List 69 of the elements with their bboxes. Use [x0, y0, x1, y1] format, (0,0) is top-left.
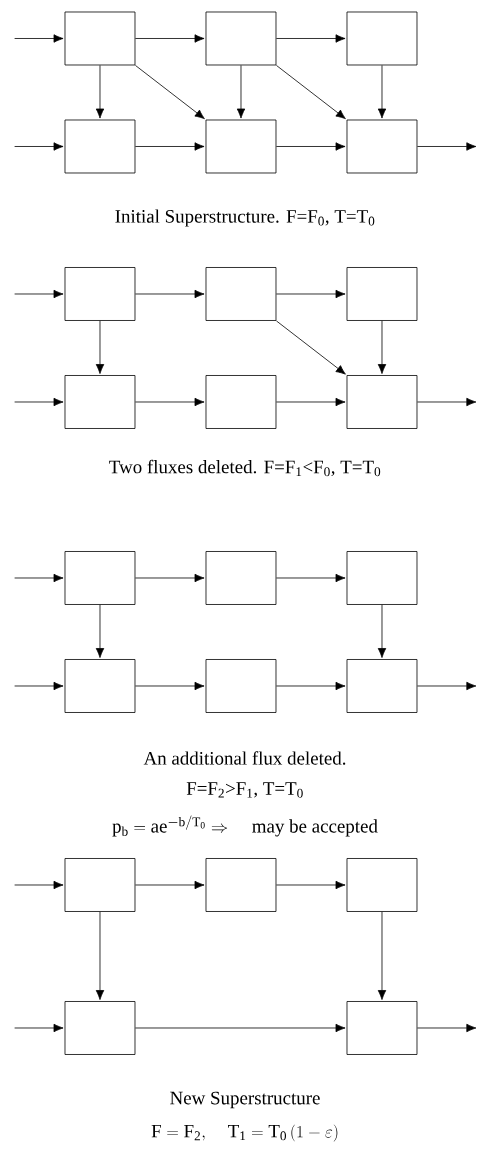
arrow: [14, 880, 64, 890]
arrow: [276, 681, 346, 691]
arrow: [14, 573, 64, 583]
arrow: [14, 1023, 64, 1033]
process-box: [64, 267, 136, 321]
arrow: [276, 34, 346, 43]
arrow: [95, 604, 105, 658]
process-box: [64, 375, 136, 429]
process-box: [346, 375, 418, 429]
process-box: [205, 11, 277, 66]
arrow: [417, 681, 477, 691]
process-box: [346, 551, 418, 605]
arrow: [417, 397, 477, 407]
arrow: [377, 604, 387, 658]
caption: Two fluxes deleted. F=F$_{1}$<F$_{0}$, T=T$_{0}$: [109, 459, 381, 477]
arrow: [14, 397, 64, 407]
process-box: [64, 659, 136, 713]
arrow: [95, 911, 105, 1000]
formula: $\mathrm{F = F_2}, \quad \mathrm{T_1 = T_0}\left(1-\varepsilon\right)$: [151, 1124, 338, 1142]
arrow: [14, 681, 64, 691]
arrow: [135, 34, 205, 43]
process-box: [346, 858, 418, 912]
process-box: [64, 119, 136, 174]
arrow: [135, 880, 205, 890]
process-box: [346, 119, 418, 174]
arrow: [276, 142, 346, 151]
process-box: [64, 858, 136, 912]
arrow: [135, 681, 205, 691]
arrow: [276, 397, 346, 407]
arrow: [135, 65, 205, 120]
process-box: [205, 551, 277, 605]
process-box: [64, 551, 136, 605]
arrow: [135, 289, 205, 299]
arrow: [135, 573, 205, 583]
arrow: [377, 65, 387, 119]
process-box: [205, 119, 277, 174]
arrow: [135, 1023, 346, 1033]
arrow: [14, 142, 64, 151]
arrow: [14, 289, 64, 299]
arrow: [276, 65, 346, 120]
arrow: [276, 289, 346, 299]
process-box: [346, 267, 418, 321]
caption: An additional flux deleted.: [143, 751, 346, 765]
arrow: [135, 142, 205, 151]
process-box: [205, 659, 277, 713]
arrow: [417, 142, 477, 151]
process-box: [205, 858, 277, 912]
caption: New Superstructure: [170, 1091, 320, 1109]
process-box: [346, 1001, 418, 1055]
arrow: [276, 320, 346, 375]
arrow: [135, 397, 205, 407]
process-box: [205, 375, 277, 429]
arrow: [14, 34, 64, 43]
formula: $\mathrm{p_b = a e^{-b/T_0}} \Rightarrow \quad \text{may be accepted}$: [112, 815, 378, 837]
arrow: [276, 880, 346, 890]
arrow: [377, 911, 387, 1000]
arrow: [377, 320, 387, 374]
arrow: [236, 65, 246, 119]
process-box: [64, 11, 136, 66]
arrow: [95, 65, 105, 119]
arrow: [276, 573, 346, 583]
arrow: [95, 320, 105, 374]
process-box: [346, 11, 418, 66]
arrow: [417, 1023, 477, 1033]
caption: F=F$_{2}$>F$_{1}$, T=T$_{0}$: [186, 782, 303, 798]
caption: Initial Superstructure. F=F$_{0}$, T=T$_{0}$: [115, 209, 375, 227]
process-box: [64, 1001, 136, 1055]
process-box: [346, 659, 418, 713]
process-box: [205, 267, 277, 321]
